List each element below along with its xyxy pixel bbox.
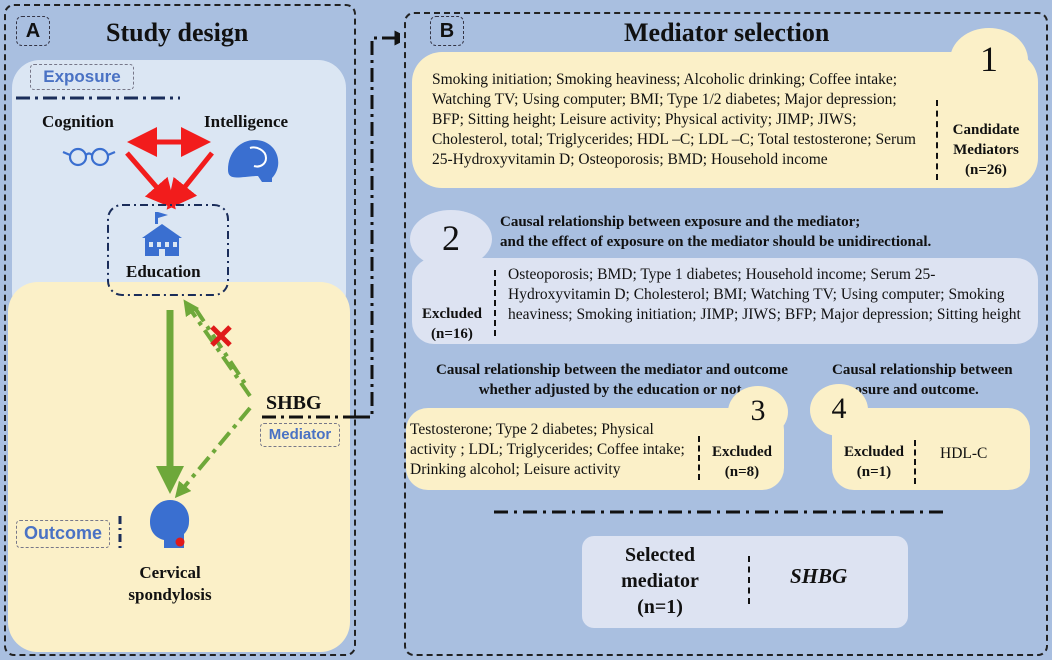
step2-heading-line-1: Causal relationship between exposure and… (500, 214, 861, 230)
study-design-diagram (16, 30, 400, 552)
panel-letter-a: A (16, 16, 50, 46)
selected-mediator-box (582, 536, 908, 628)
connector-to-panel-b (356, 30, 400, 419)
outcome-line-1: Cervical (139, 563, 201, 582)
mediator-name: SHBG (266, 392, 322, 414)
selected-line-3: (n=1) (637, 596, 683, 618)
education-label: Education (126, 262, 201, 281)
step3-number: 3 (728, 386, 788, 438)
cognition-label: Cognition (42, 112, 114, 131)
selection-divider (494, 510, 946, 514)
glasses-icon (62, 147, 116, 167)
selected-line-1: Selected (625, 544, 695, 566)
step1-box (412, 52, 1038, 188)
step4-excluded-list: HDL-C (940, 445, 988, 462)
arrow-cognition-education (125, 151, 176, 210)
outcome-line-2: spondylosis (128, 585, 212, 604)
step1-side-line-2: Mediators (953, 142, 1019, 158)
outcome-tag: Outcome (16, 520, 110, 548)
step3-side-line-2: (n=8) (724, 464, 760, 480)
step3-heading-line-1: Causal relationship between the mediator… (436, 362, 788, 378)
head-neck-icon (150, 500, 190, 548)
arrow-mediator-outcome (174, 406, 252, 499)
step2-side-label: Excluded (n=16) (416, 304, 488, 344)
selected-mediator-label: Selected mediator (n=1) (600, 542, 720, 620)
arrow-education-mediator (193, 306, 250, 390)
step4-side-line-1: Excluded (843, 444, 904, 460)
step2-divider (494, 270, 496, 336)
selected-divider (748, 556, 750, 604)
step1-side-label: Candidate Mediators (n=26) (944, 120, 1028, 180)
panel-letter-b: B (430, 16, 464, 46)
step4-heading-line-1: Causal relationship between (832, 362, 1013, 378)
step3-heading: Causal relationship between the mediator… (412, 360, 812, 400)
head-brain-icon (228, 140, 279, 182)
exposure-tag: Exposure (30, 64, 134, 90)
step3-box (406, 408, 784, 490)
step4-side-label: Excluded (n=1) (836, 442, 912, 482)
step2-heading-line-2: and the effect of exposure on the mediat… (500, 234, 932, 250)
step1-side-line-1: Candidate (952, 122, 1020, 138)
outcome-label: Cervical spondylosis (118, 562, 222, 606)
step4-number: 4 (810, 384, 868, 436)
arrow-intelligence-education (166, 151, 214, 210)
step3-excluded-list: Testosterone; Type 2 diabetes; Physical … (410, 421, 685, 478)
step1-candidate-list: Smoking initiation; Smoking heaviness; A… (432, 71, 916, 168)
selected-line-2: mediator (621, 570, 699, 592)
selected-mediator-value: SHBG (790, 564, 848, 588)
education-box (107, 204, 229, 296)
school-building-icon (142, 212, 182, 256)
step2-excluded-list: Osteoporosis; BMD; Type 1 diabetes; Hous… (508, 266, 1021, 323)
step4-side-line-2: (n=1) (856, 464, 892, 480)
cross-mark-icon (210, 325, 232, 347)
step2-side-line-1: Excluded (421, 306, 482, 322)
step4-heading-line-2: exposure and outcome. (832, 382, 979, 398)
step4-box (832, 408, 1030, 490)
step4-heading: Causal relationship between exposure and… (832, 360, 1042, 400)
intelligence-label: Intelligence (204, 112, 289, 131)
step1-side-line-3: (n=26) (965, 162, 1007, 178)
mediator-tag: Mediator (260, 423, 340, 447)
step3-divider (698, 436, 700, 480)
study-design-title: Study design (106, 18, 249, 47)
step3-side-line-1: Excluded (711, 444, 772, 460)
step2-box (412, 258, 1038, 344)
step1-divider (936, 100, 938, 180)
step1-number: 1 (950, 28, 1028, 92)
step4-divider (914, 440, 916, 484)
step3-side-label: Excluded (n=8) (704, 442, 780, 482)
step2-side-line-2: (n=16) (431, 326, 473, 342)
mediator-selection-title: Mediator selection (624, 18, 830, 47)
step3-heading-line-2: whether adjusted by the education or not… (478, 382, 746, 398)
arrow-mediator-education (183, 299, 252, 398)
step2-heading: Causal relationship between exposure and… (500, 212, 1040, 252)
